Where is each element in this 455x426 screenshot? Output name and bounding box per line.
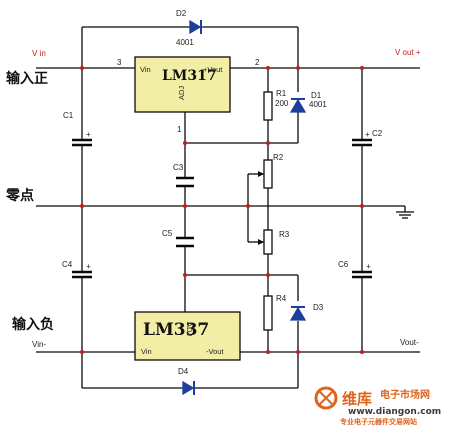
resistor-r3 [263,229,273,255]
diode-d3 [289,306,307,321]
lm317-pin-number-adj: 1 [177,125,182,134]
terminal-vin-positive: V in [32,49,46,58]
lm337-pin-vout: -Vout [206,347,224,356]
watermark: 维库 电子市场网 www.diangon.com 专业电子元器件交易网站 [314,386,441,426]
wires-positive [36,26,420,388]
d2-value: 4001 [176,38,194,47]
r2-wiper-arrow [258,171,264,177]
c3-label: C3 [173,163,184,172]
r4-label: R4 [276,294,287,303]
watermark-logo-icon [314,386,338,410]
watermark-site-cn: 电子市场网 [380,388,430,401]
r1-value: 200 [275,99,289,108]
junction-dots [80,66,364,354]
r1-label: R1 [276,89,287,98]
rail-label-zero: 零点 [5,187,34,204]
c1-plus: + [86,130,91,139]
terminal-vout-negative: Vout- [400,338,419,347]
wires-zero [36,173,414,275]
lm317-regulator [134,56,231,113]
c4-label: C4 [62,260,73,269]
r3-wiper-arrow [258,239,264,245]
rail-label-positive: 输入正 [6,70,48,87]
lm337-regulator [134,311,241,361]
d1-label: D1 [311,91,322,100]
lm337-pin-adj: ADJ [185,322,194,336]
terminal-vout-positive: V out + [395,48,421,57]
terminal-vin-negative: Vin- [32,340,46,349]
rail-label-negative: 输入负 [12,316,54,333]
lm317-pin-vin: Vin [140,65,151,74]
d3-label: D3 [313,303,324,312]
d1-value: 4001 [309,100,327,109]
wires-negative [36,275,420,389]
d2-label: D2 [176,9,187,18]
capacitor-c3 [176,176,194,188]
watermark-brand: 维库 [342,390,372,408]
c6-plus: + [366,262,371,271]
lm317-pin-adj: ADJ [177,86,186,100]
lm317-name: LM317 [162,68,217,84]
diode-d2 [189,19,202,35]
capacitor-c1 [72,130,92,152]
c2-plus: + [365,130,370,139]
lm337-pin-vin: Vin [141,347,152,356]
resistor-r4 [263,295,273,331]
watermark-url: www.diangon.com [348,407,441,417]
r2-label: R2 [273,153,284,162]
c4-plus: + [86,262,91,271]
c1-label: C1 [63,111,74,120]
resistor-r2 [263,159,273,189]
c6-label: C6 [338,260,349,269]
capacitor-c5 [176,236,194,248]
capacitor-c6 [352,264,372,284]
r3-label: R3 [279,230,290,239]
lm337-name: LM337 [143,320,209,340]
lm317-pin-vout: +Vout [203,65,223,74]
lm317-pin-number-out: 2 [255,58,260,67]
watermark-tagline: 专业电子元器件交易网站 [340,417,417,426]
diode-d1 [289,98,307,113]
c5-label: C5 [162,229,173,238]
resistor-r1 [263,91,273,121]
diode-d4 [182,380,195,396]
lm317-pin-number-in: 3 [117,58,122,67]
d4-label: D4 [178,367,189,376]
capacitor-c4 [72,264,92,284]
c2-label: C2 [372,129,383,138]
capacitor-c2 [352,130,372,152]
